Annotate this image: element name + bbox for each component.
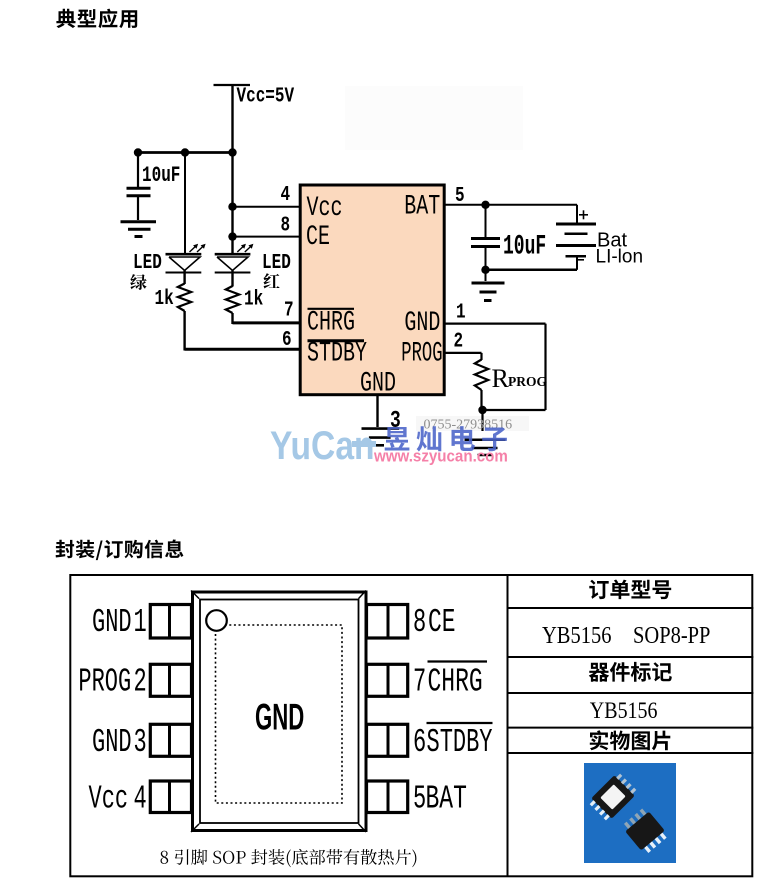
svg-text:PROG: PROG bbox=[78, 665, 131, 701]
svg-text:6: 6 bbox=[413, 725, 426, 761]
svg-text:Vcc: Vcc bbox=[307, 193, 343, 224]
svg-text:STDBY: STDBY bbox=[307, 339, 367, 370]
svg-text:5: 5 bbox=[413, 782, 426, 818]
svg-text:CHRG: CHRG bbox=[428, 663, 483, 701]
svg-text:CE: CE bbox=[428, 603, 456, 641]
svg-text:5: 5 bbox=[455, 184, 465, 208]
svg-text:LED: LED bbox=[133, 250, 162, 275]
svg-text:LED: LED bbox=[262, 250, 291, 275]
svg-text:GND: GND bbox=[92, 725, 132, 761]
svg-text:1: 1 bbox=[456, 301, 466, 325]
svg-text:STDBY: STDBY bbox=[427, 725, 493, 761]
svg-text:4: 4 bbox=[134, 782, 147, 818]
svg-text:8: 8 bbox=[281, 214, 291, 238]
svg-text:CE: CE bbox=[306, 222, 330, 253]
svg-text:Vcc=5V: Vcc=5V bbox=[237, 83, 295, 108]
svg-text:PROG: PROG bbox=[401, 338, 442, 369]
svg-text:SOP8-PP: SOP8-PP bbox=[633, 621, 710, 648]
svg-text:4: 4 bbox=[281, 183, 291, 207]
svg-text:PROG: PROG bbox=[508, 374, 547, 389]
svg-text:GND: GND bbox=[255, 697, 304, 738]
svg-text:YB5156: YB5156 bbox=[590, 698, 658, 724]
svg-text:10uF: 10uF bbox=[142, 163, 180, 188]
svg-text:1k: 1k bbox=[244, 286, 263, 311]
svg-text:8: 8 bbox=[413, 605, 426, 641]
svg-text:1k: 1k bbox=[155, 286, 174, 311]
svg-text:GND: GND bbox=[92, 605, 132, 641]
svg-text:www.szyucan.com: www.szyucan.com bbox=[373, 447, 508, 466]
svg-text:7: 7 bbox=[413, 665, 426, 701]
svg-text:2: 2 bbox=[454, 330, 464, 354]
svg-text:3: 3 bbox=[390, 408, 401, 435]
svg-text:6: 6 bbox=[282, 328, 292, 352]
svg-text:Bat: Bat bbox=[597, 229, 627, 251]
svg-text:R: R bbox=[492, 364, 510, 393]
svg-text:1: 1 bbox=[134, 605, 147, 641]
svg-text:7: 7 bbox=[284, 299, 294, 323]
svg-text:Vcc: Vcc bbox=[89, 782, 129, 818]
svg-text:10uF: 10uF bbox=[503, 231, 546, 263]
svg-text:3: 3 bbox=[134, 725, 147, 761]
svg-text:CHRG: CHRG bbox=[307, 308, 355, 339]
svg-text:BAT: BAT bbox=[426, 780, 467, 818]
svg-text:BAT: BAT bbox=[404, 192, 440, 223]
svg-text:LI-lon: LI-lon bbox=[596, 247, 644, 268]
svg-text:GND: GND bbox=[404, 308, 440, 339]
svg-text:2: 2 bbox=[134, 665, 147, 701]
svg-text:YB5156: YB5156 bbox=[542, 621, 611, 648]
